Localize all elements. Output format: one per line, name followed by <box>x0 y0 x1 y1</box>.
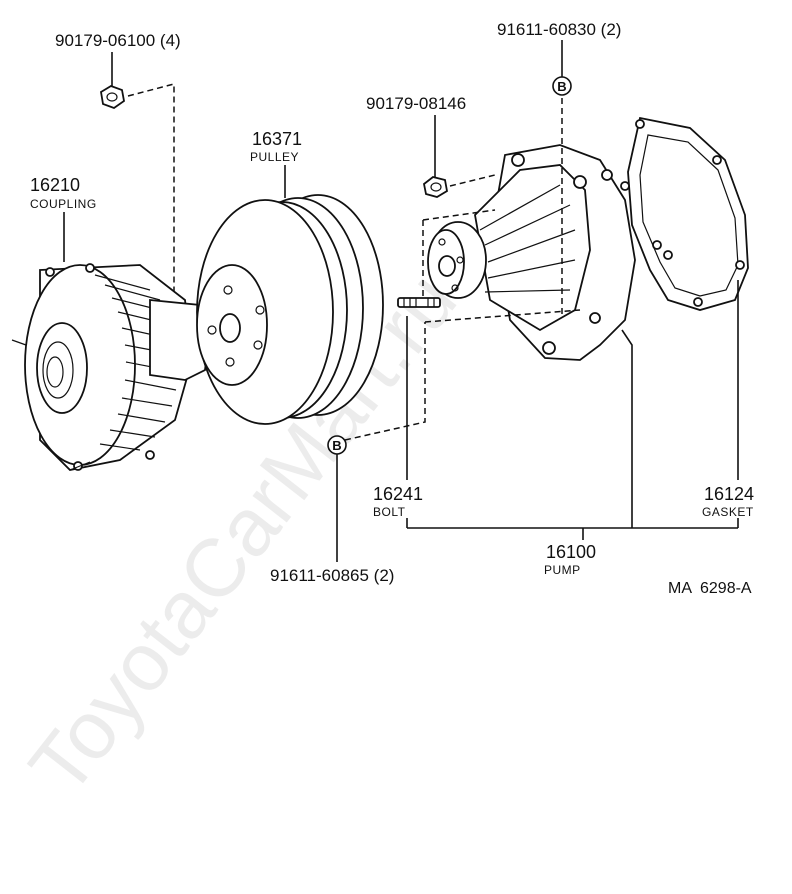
label-gasket-number: 16124 <box>704 484 754 504</box>
figure-reference: MA 6298-A <box>668 580 752 597</box>
label-coupling-number: 16210 <box>30 175 80 195</box>
label-bolt-b-top-code: 91611-60830 (2) <box>497 20 621 39</box>
bracket-lines <box>406 280 739 540</box>
label-coupling-name: COUPLING <box>30 197 97 211</box>
label-gasket-name: GASKET <box>702 505 754 519</box>
label-pulley-number: 16371 <box>252 129 302 149</box>
label-bolt-name: BOLT <box>373 505 406 519</box>
label-bolt-number: 16241 <box>373 484 423 504</box>
marker-b-top: B <box>552 76 572 96</box>
marker-b-bottom: B <box>327 435 347 455</box>
nut-08146-part <box>423 176 448 198</box>
svg-text:B: B <box>332 438 341 453</box>
dashed-guide-bolt-b-bottom <box>344 322 426 441</box>
dashed-guide-nut-08146 <box>449 174 496 187</box>
label-nut-06100-code: 90179-06100 (4) <box>55 31 181 50</box>
label-pump-name: PUMP <box>544 563 581 577</box>
svg-text:B: B <box>557 79 566 94</box>
dashed-pump-frame-bottom <box>424 309 581 323</box>
label-bolt-b-bottom-code: 91611-60865 (2) <box>270 566 394 585</box>
dashed-pump-frame <box>422 209 496 221</box>
label-pulley-name: PULLEY <box>250 150 299 164</box>
label-pump-number: 16100 <box>546 542 596 562</box>
pulley-part <box>196 194 384 425</box>
label-nut-08146-code: 90179-08146 <box>366 94 466 113</box>
gasket-part <box>620 116 749 311</box>
nut-06100-part <box>100 85 125 110</box>
dashed-guide-nut-06100 <box>127 83 175 300</box>
coupling-part <box>11 263 211 471</box>
stud-bolt-part <box>397 297 441 308</box>
